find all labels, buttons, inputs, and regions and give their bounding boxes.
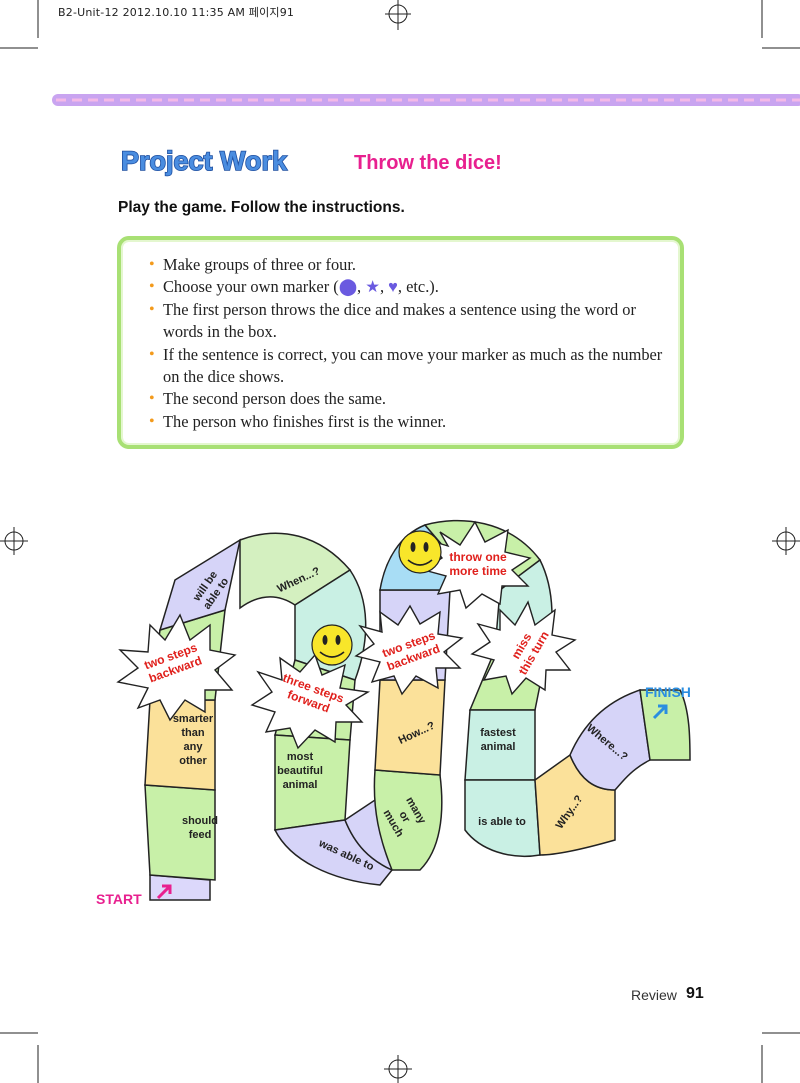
start-arrow-icon xyxy=(156,884,172,900)
rule-item: The first person throws the dice and mak… xyxy=(147,299,667,344)
space-where xyxy=(569,689,651,791)
rule-item: Make groups of three or four. xyxy=(147,254,667,277)
rule-item: Choose your own marker (⬤, ★, ♥, etc.). xyxy=(147,276,667,299)
crop-mark-bottom xyxy=(384,1055,412,1083)
rule-item: The person who finishes first is the win… xyxy=(147,411,667,434)
marker-star-icon: ★ xyxy=(365,277,380,297)
finish-label: FINISH xyxy=(645,684,691,700)
rule-item: If the sentence is correct, you can move… xyxy=(147,344,667,389)
rule-item: The second person does the same. xyxy=(147,388,667,411)
decorative-band xyxy=(52,94,800,106)
burst-three-steps-forward xyxy=(250,653,371,750)
print-header: B2-Unit-12 2012.10.10 11:35 AM 페이지91 xyxy=(58,6,295,19)
crop-mark-right xyxy=(772,527,800,555)
crop-mark-left xyxy=(0,527,28,555)
space-many-or-much xyxy=(373,769,443,871)
smiley-face-icon xyxy=(311,624,353,666)
subtitle: Throw the dice! xyxy=(354,152,502,174)
smiley-face-icon xyxy=(398,530,442,574)
footer-label: Review xyxy=(631,987,677,1003)
page-number: 91 xyxy=(686,985,704,1002)
title-text: Project Work xyxy=(121,146,288,176)
page-title: Project Work xyxy=(120,145,289,177)
space-label: is able to xyxy=(478,816,526,828)
marker-circle-icon: ⬤ xyxy=(338,277,358,297)
finish-arrow-icon xyxy=(652,704,668,720)
burst-two-steps-backward-2 xyxy=(354,604,464,696)
burst-miss-this-turn xyxy=(470,600,577,696)
instruction: Play the game. Follow the instructions. xyxy=(118,199,405,216)
rules-box: Make groups of three or four. Choose you… xyxy=(117,236,684,449)
rules-list: Make groups of three or four. Choose you… xyxy=(147,254,667,434)
start-label: START xyxy=(96,891,142,907)
marker-heart-icon: ♥ xyxy=(388,277,398,297)
space-will-be-able-to xyxy=(158,538,242,632)
burst-two-steps-backward-1 xyxy=(116,613,237,722)
crop-mark-top xyxy=(385,0,411,30)
